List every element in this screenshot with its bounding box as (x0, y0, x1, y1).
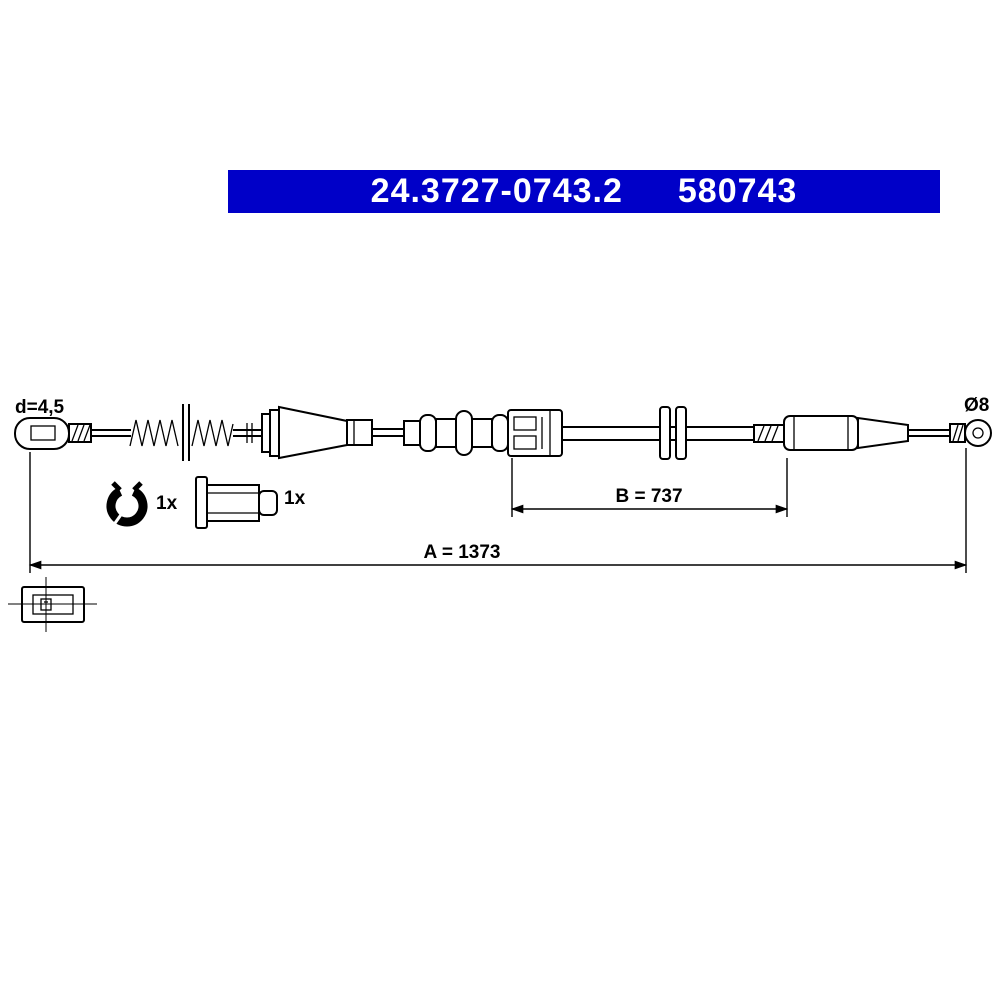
bracket-part (8, 577, 97, 632)
left-threaded-connector (68, 423, 92, 443)
end-barrel (949, 423, 966, 443)
outer-sleeve (507, 409, 563, 457)
dimension-b: B = 737 (510, 458, 789, 517)
dimension-a: A = 1373 (28, 448, 968, 573)
threaded-section (753, 424, 785, 443)
mounting-plate (182, 404, 190, 461)
end-rod (908, 429, 950, 437)
retaining-clip (106, 481, 148, 527)
grommet-on-tube (659, 406, 687, 460)
inner-rod (91, 429, 131, 437)
reference-number: 580743 (677, 172, 798, 210)
right-eyelet (964, 419, 992, 447)
cable-tube (562, 426, 754, 441)
grommet-part (195, 476, 278, 529)
left-eyelet (14, 417, 70, 450)
adjuster-assembly (403, 410, 509, 456)
cable-rod-after-boot (372, 428, 404, 437)
dimension-b-label: B = 737 (615, 486, 682, 507)
boot-cone (278, 405, 373, 460)
spring-right (191, 419, 234, 447)
header-bar: 24.3727-0743.2 580743 (228, 170, 940, 213)
right-diameter-label: Ø8 (964, 395, 989, 416)
boot-bellows (261, 409, 280, 457)
spring-left (129, 419, 179, 447)
clip-qty-label: 1x (156, 493, 178, 514)
end-taper (857, 416, 909, 450)
part-number: 24.3727-0743.2 (370, 172, 623, 210)
cable-rod-middle (233, 423, 263, 443)
dimension-a-label: A = 1373 (424, 542, 501, 563)
grommet-qty-label: 1x (284, 488, 306, 509)
left-diameter-label: d=4,5 (15, 397, 65, 418)
end-cylinder (783, 415, 859, 451)
